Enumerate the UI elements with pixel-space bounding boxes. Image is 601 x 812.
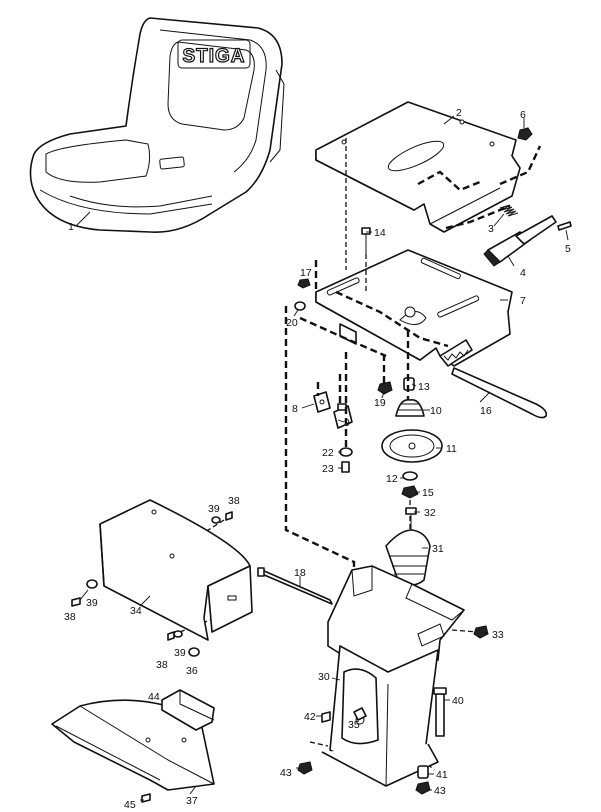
label-38-c: 38 (156, 659, 168, 671)
label-4: 4 (520, 267, 526, 279)
nut-15 (401, 485, 419, 499)
adjuster-rod (451, 367, 548, 419)
label-5: 5 (565, 243, 571, 255)
label-38-a: 38 (228, 495, 240, 507)
seat-support (321, 565, 465, 787)
label-8: 8 (292, 403, 298, 415)
label-40: 40 (452, 695, 464, 707)
label-31: 31 (432, 543, 444, 555)
plate-nut (517, 127, 533, 141)
label-2: 2 (456, 107, 462, 119)
adjust-handle (483, 215, 557, 267)
rod-18 (257, 567, 333, 605)
label-7: 7 (520, 295, 526, 307)
label-32: 32 (424, 507, 436, 519)
label-18: 18 (294, 567, 306, 579)
switch-9 (333, 403, 353, 429)
label-39-a: 39 (208, 503, 220, 515)
label-41: 41 (436, 769, 448, 781)
label-6: 6 (520, 109, 526, 121)
label-30: 30 (318, 671, 330, 683)
label-34: 34 (130, 605, 142, 617)
latch-spring (499, 204, 519, 217)
slide-plate (315, 249, 513, 367)
label-3: 3 (488, 223, 494, 235)
label-43-b: 43 (434, 785, 446, 797)
label-43-a: 43 (280, 767, 292, 779)
spring-10 (395, 399, 425, 417)
nut-19 (377, 381, 393, 395)
leader-lines (75, 115, 569, 801)
label-45: 45 (124, 799, 136, 811)
bottom-fasteners (297, 625, 489, 795)
disc-11 (381, 429, 443, 463)
label-39-c: 39 (174, 647, 186, 659)
label-44: 44 (148, 691, 160, 703)
seat-logo-panel (177, 39, 251, 69)
screw-32 (405, 507, 417, 530)
label-15: 15 (422, 487, 434, 499)
screw-23 (341, 461, 350, 473)
bracket-8 (313, 391, 331, 413)
fasteners-cover (71, 511, 233, 657)
label-42: 42 (304, 711, 316, 723)
label-1: 1 (68, 221, 74, 233)
label-16: 16 (480, 405, 492, 417)
washer-12 (402, 471, 418, 481)
screw-45 (141, 793, 151, 803)
guard-37 (51, 699, 215, 791)
label-36: 36 (186, 665, 198, 677)
seat-logo: STIGA (182, 46, 245, 67)
handle-screw (557, 221, 572, 231)
label-38-b: 38 (64, 611, 76, 623)
label-17: 17 (300, 267, 312, 279)
label-39-b: 39 (86, 597, 98, 609)
label-19: 19 (374, 397, 386, 409)
label-14: 14 (374, 227, 386, 239)
top-plate (315, 101, 521, 233)
nut-17 (297, 278, 311, 289)
label-22: 22 (322, 447, 334, 459)
part-labels: 1 2 3 4 5 6 7 8 9 10 11 12 13 14 15 16 1… (64, 107, 571, 811)
label-10: 10 (430, 405, 442, 417)
screw-14 (361, 227, 371, 254)
nut-20 (294, 301, 306, 311)
seat: STIGA (29, 17, 285, 233)
label-33: 33 (492, 629, 504, 641)
seat-cover (99, 499, 253, 641)
label-11: 11 (446, 443, 457, 455)
label-9: 9 (344, 417, 350, 429)
label-13: 13 (418, 381, 430, 393)
label-35: 35 (348, 719, 360, 731)
label-37: 37 (186, 795, 198, 807)
label-20: 20 (286, 317, 298, 329)
label-23: 23 (322, 463, 334, 475)
label-12: 12 (386, 473, 398, 485)
